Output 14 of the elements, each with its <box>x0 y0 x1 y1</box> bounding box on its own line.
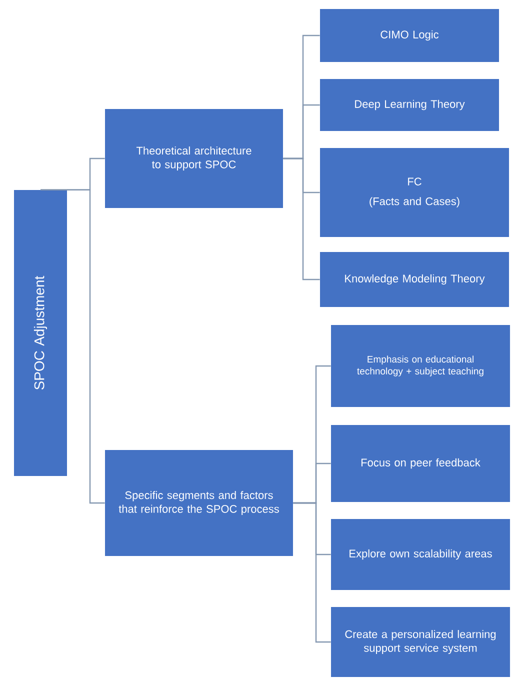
topic-box: Knowledge Modeling Theory <box>320 252 509 307</box>
topic-box: CIMO Logic <box>320 9 499 62</box>
topic-box: Explore own scalability areas <box>331 519 510 590</box>
topic-box: Focus on peer feedback <box>331 425 510 502</box>
topic-box: Deep Learning Theory <box>320 79 499 131</box>
connector <box>40 189 105 504</box>
connector <box>283 158 320 280</box>
topic-box: Specific segments and factors that reinforce the SPOC process <box>105 450 293 556</box>
topic-box: Theoretical architecture to support SPOC <box>105 109 283 208</box>
topic-box: Create a personalized learning support service system <box>331 607 510 677</box>
connector <box>293 502 331 643</box>
topic-box: Emphasis on educational technology + subject teaching <box>331 325 510 407</box>
title-box: SPOC Adjustment <box>14 190 67 476</box>
topic-box: FC (Facts and Cases) <box>320 148 509 237</box>
